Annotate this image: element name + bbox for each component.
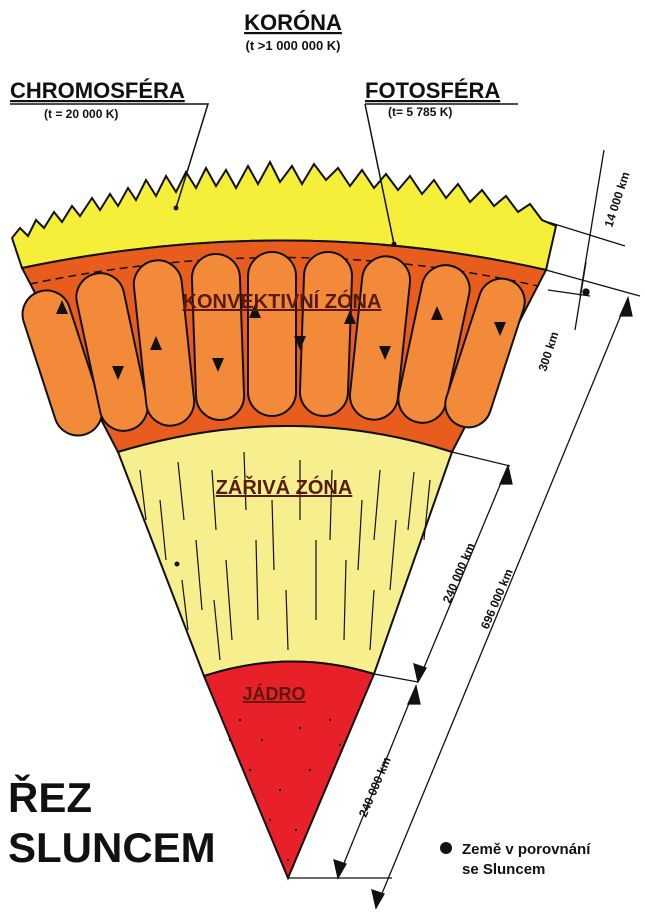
- earth-legend-dot: [440, 842, 452, 854]
- dimension-core: 240 000 km: [356, 755, 394, 819]
- corona-label: KORÓNA: [244, 10, 342, 35]
- convective-zone-label: KONVEKTIVNÍ ZÓNA: [183, 289, 382, 313]
- title-line-1: ŘEZ: [8, 773, 92, 821]
- earth-scale-dot: [175, 562, 180, 567]
- legend-line-2: se Sluncem: [462, 861, 545, 878]
- photosphere-temperature: (t= 5 785 K): [388, 105, 452, 119]
- core-label: JÁDRO: [242, 683, 305, 704]
- dimension-photosphere: 300 km: [536, 330, 562, 373]
- photosphere-label: FOTOSFÉRA: [365, 78, 500, 103]
- radiative-zone-label: ZÁŘIVÁ ZÓNA: [216, 475, 353, 499]
- chromosphere-temperature: (t = 20 000 K): [44, 107, 118, 121]
- corona-temperature: (t >1 000 000 K): [245, 38, 340, 53]
- title-line-2: SLUNCEM: [8, 824, 216, 871]
- dimension-chromosphere: 14 000 km: [602, 170, 633, 229]
- radiative-zone: [118, 426, 452, 676]
- dimension-radius: 696 000 km: [478, 567, 516, 631]
- chromosphere-label: CHROMOSFÉRA: [10, 78, 185, 103]
- dimension-radiative: 240 000 km: [440, 541, 478, 605]
- convection-cells: [16, 251, 530, 441]
- legend-line-1: Země v porovnání: [462, 841, 591, 858]
